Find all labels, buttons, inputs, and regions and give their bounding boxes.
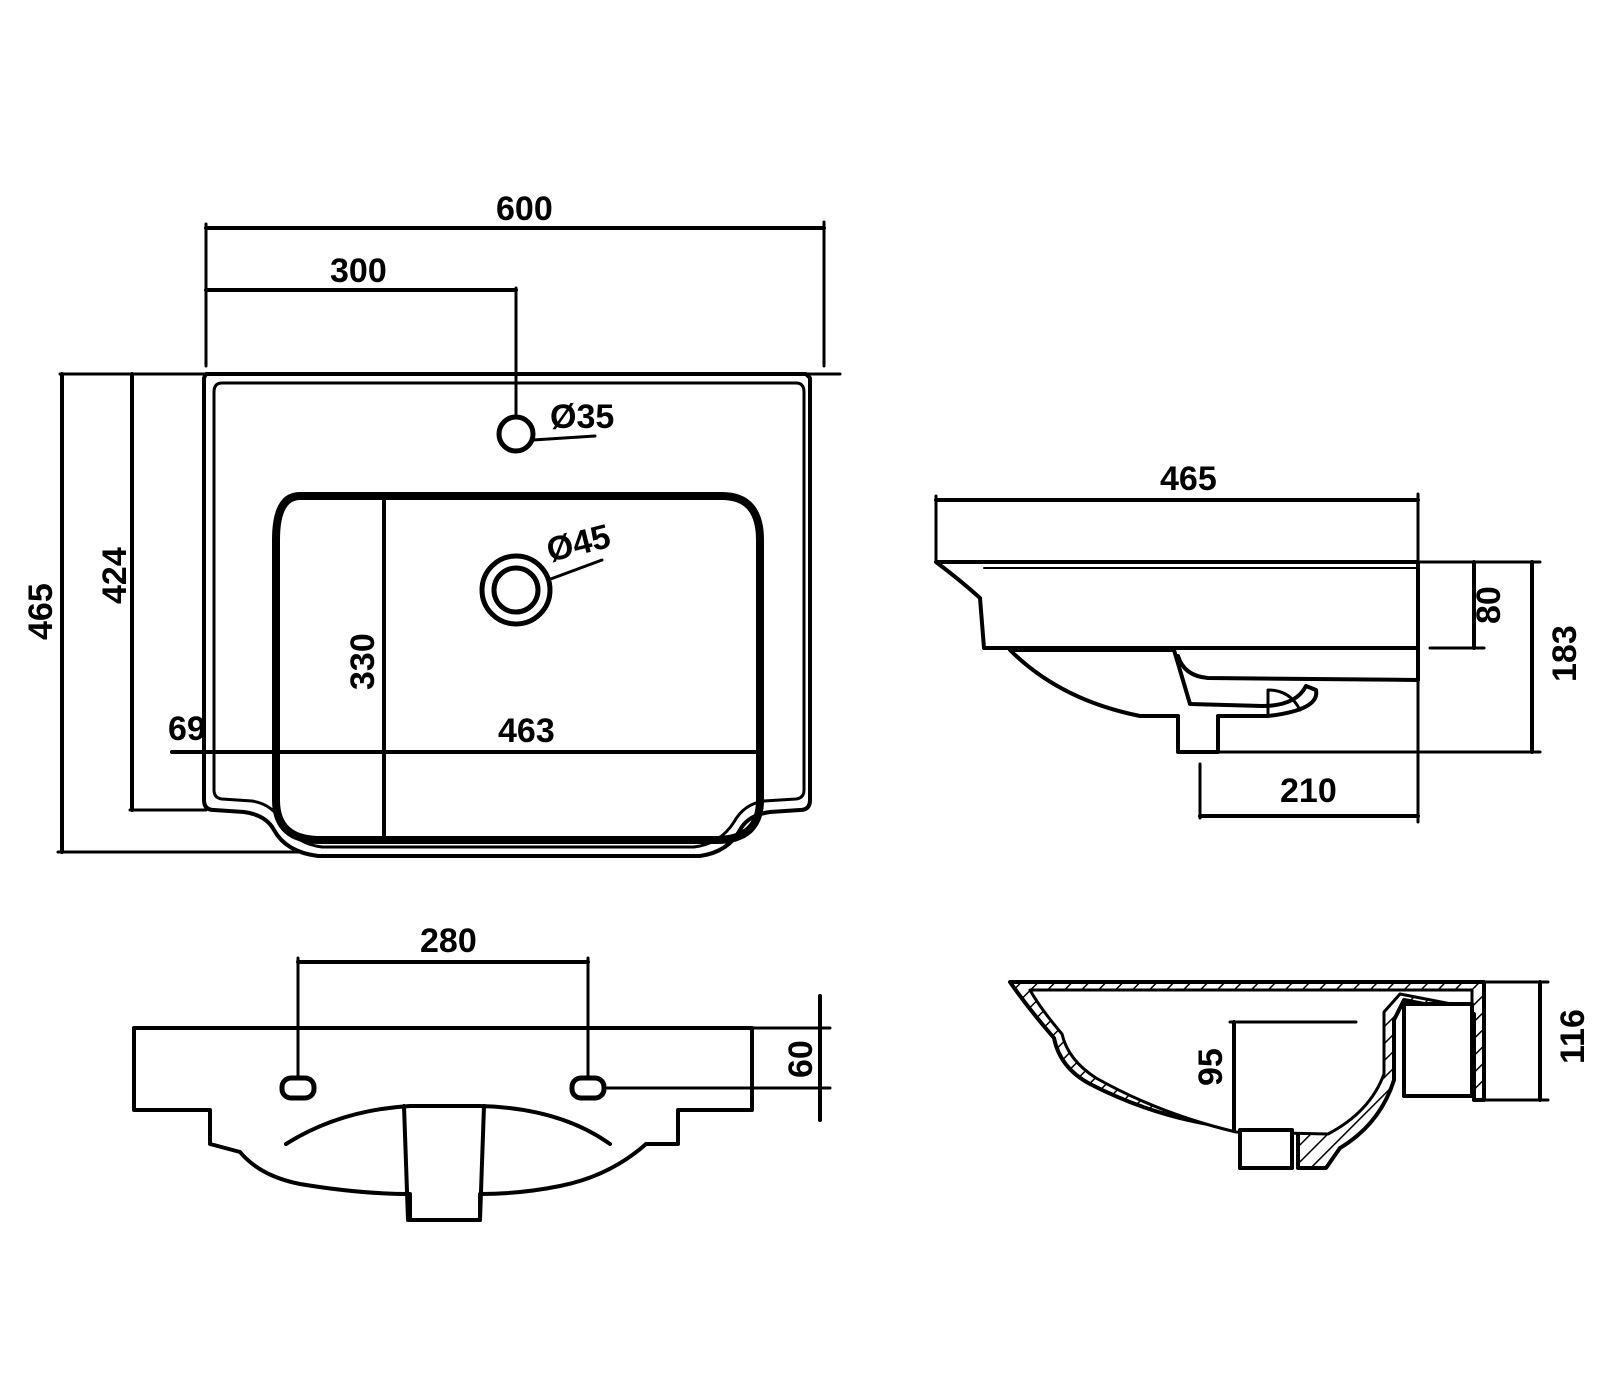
top-view <box>58 222 840 856</box>
front-view-outline <box>134 1028 752 1220</box>
label-section-bowl-depth: 95 <box>1192 1048 1230 1086</box>
label-drain-hole: Ø45 <box>543 517 615 569</box>
fixing-hole-left <box>282 1078 314 1098</box>
label-tap-offset: 300 <box>330 252 387 290</box>
label-fixing-spacing: 280 <box>420 922 477 960</box>
label-bowl-width: 463 <box>498 712 555 750</box>
side-view-rim <box>936 562 1418 648</box>
top-view-inner-rim <box>214 383 804 847</box>
section-view <box>1010 982 1548 1168</box>
label-overall-depth: 465 <box>22 583 60 640</box>
label-section-height: 116 <box>1554 1009 1592 1064</box>
front-view <box>134 958 830 1220</box>
label-inner-depth: 424 <box>96 547 134 604</box>
top-view-outer-outline <box>204 374 810 856</box>
drain-hole <box>482 556 550 624</box>
label-side-depth: 465 <box>1160 460 1217 498</box>
label-bowl-depth: 330 <box>344 633 382 690</box>
label-rim-height: 80 <box>1470 586 1508 624</box>
label-front-height: 60 <box>782 1040 820 1078</box>
label-side-offset: 69 <box>168 710 206 748</box>
label-tap-hole: Ø35 <box>550 398 614 436</box>
fixing-hole-right <box>572 1078 604 1098</box>
side-view-bowl <box>1010 650 1316 752</box>
label-top-width: 600 <box>496 190 553 228</box>
tap-hole <box>499 417 533 451</box>
side-view <box>936 494 1540 822</box>
top-view-bowl <box>276 496 760 840</box>
label-total-height: 183 <box>1546 625 1584 682</box>
label-drain-offset: 210 <box>1280 772 1337 810</box>
dimension-labels: 600 300 Ø35 Ø45 465 424 330 69 463 465 8… <box>22 190 1592 1086</box>
